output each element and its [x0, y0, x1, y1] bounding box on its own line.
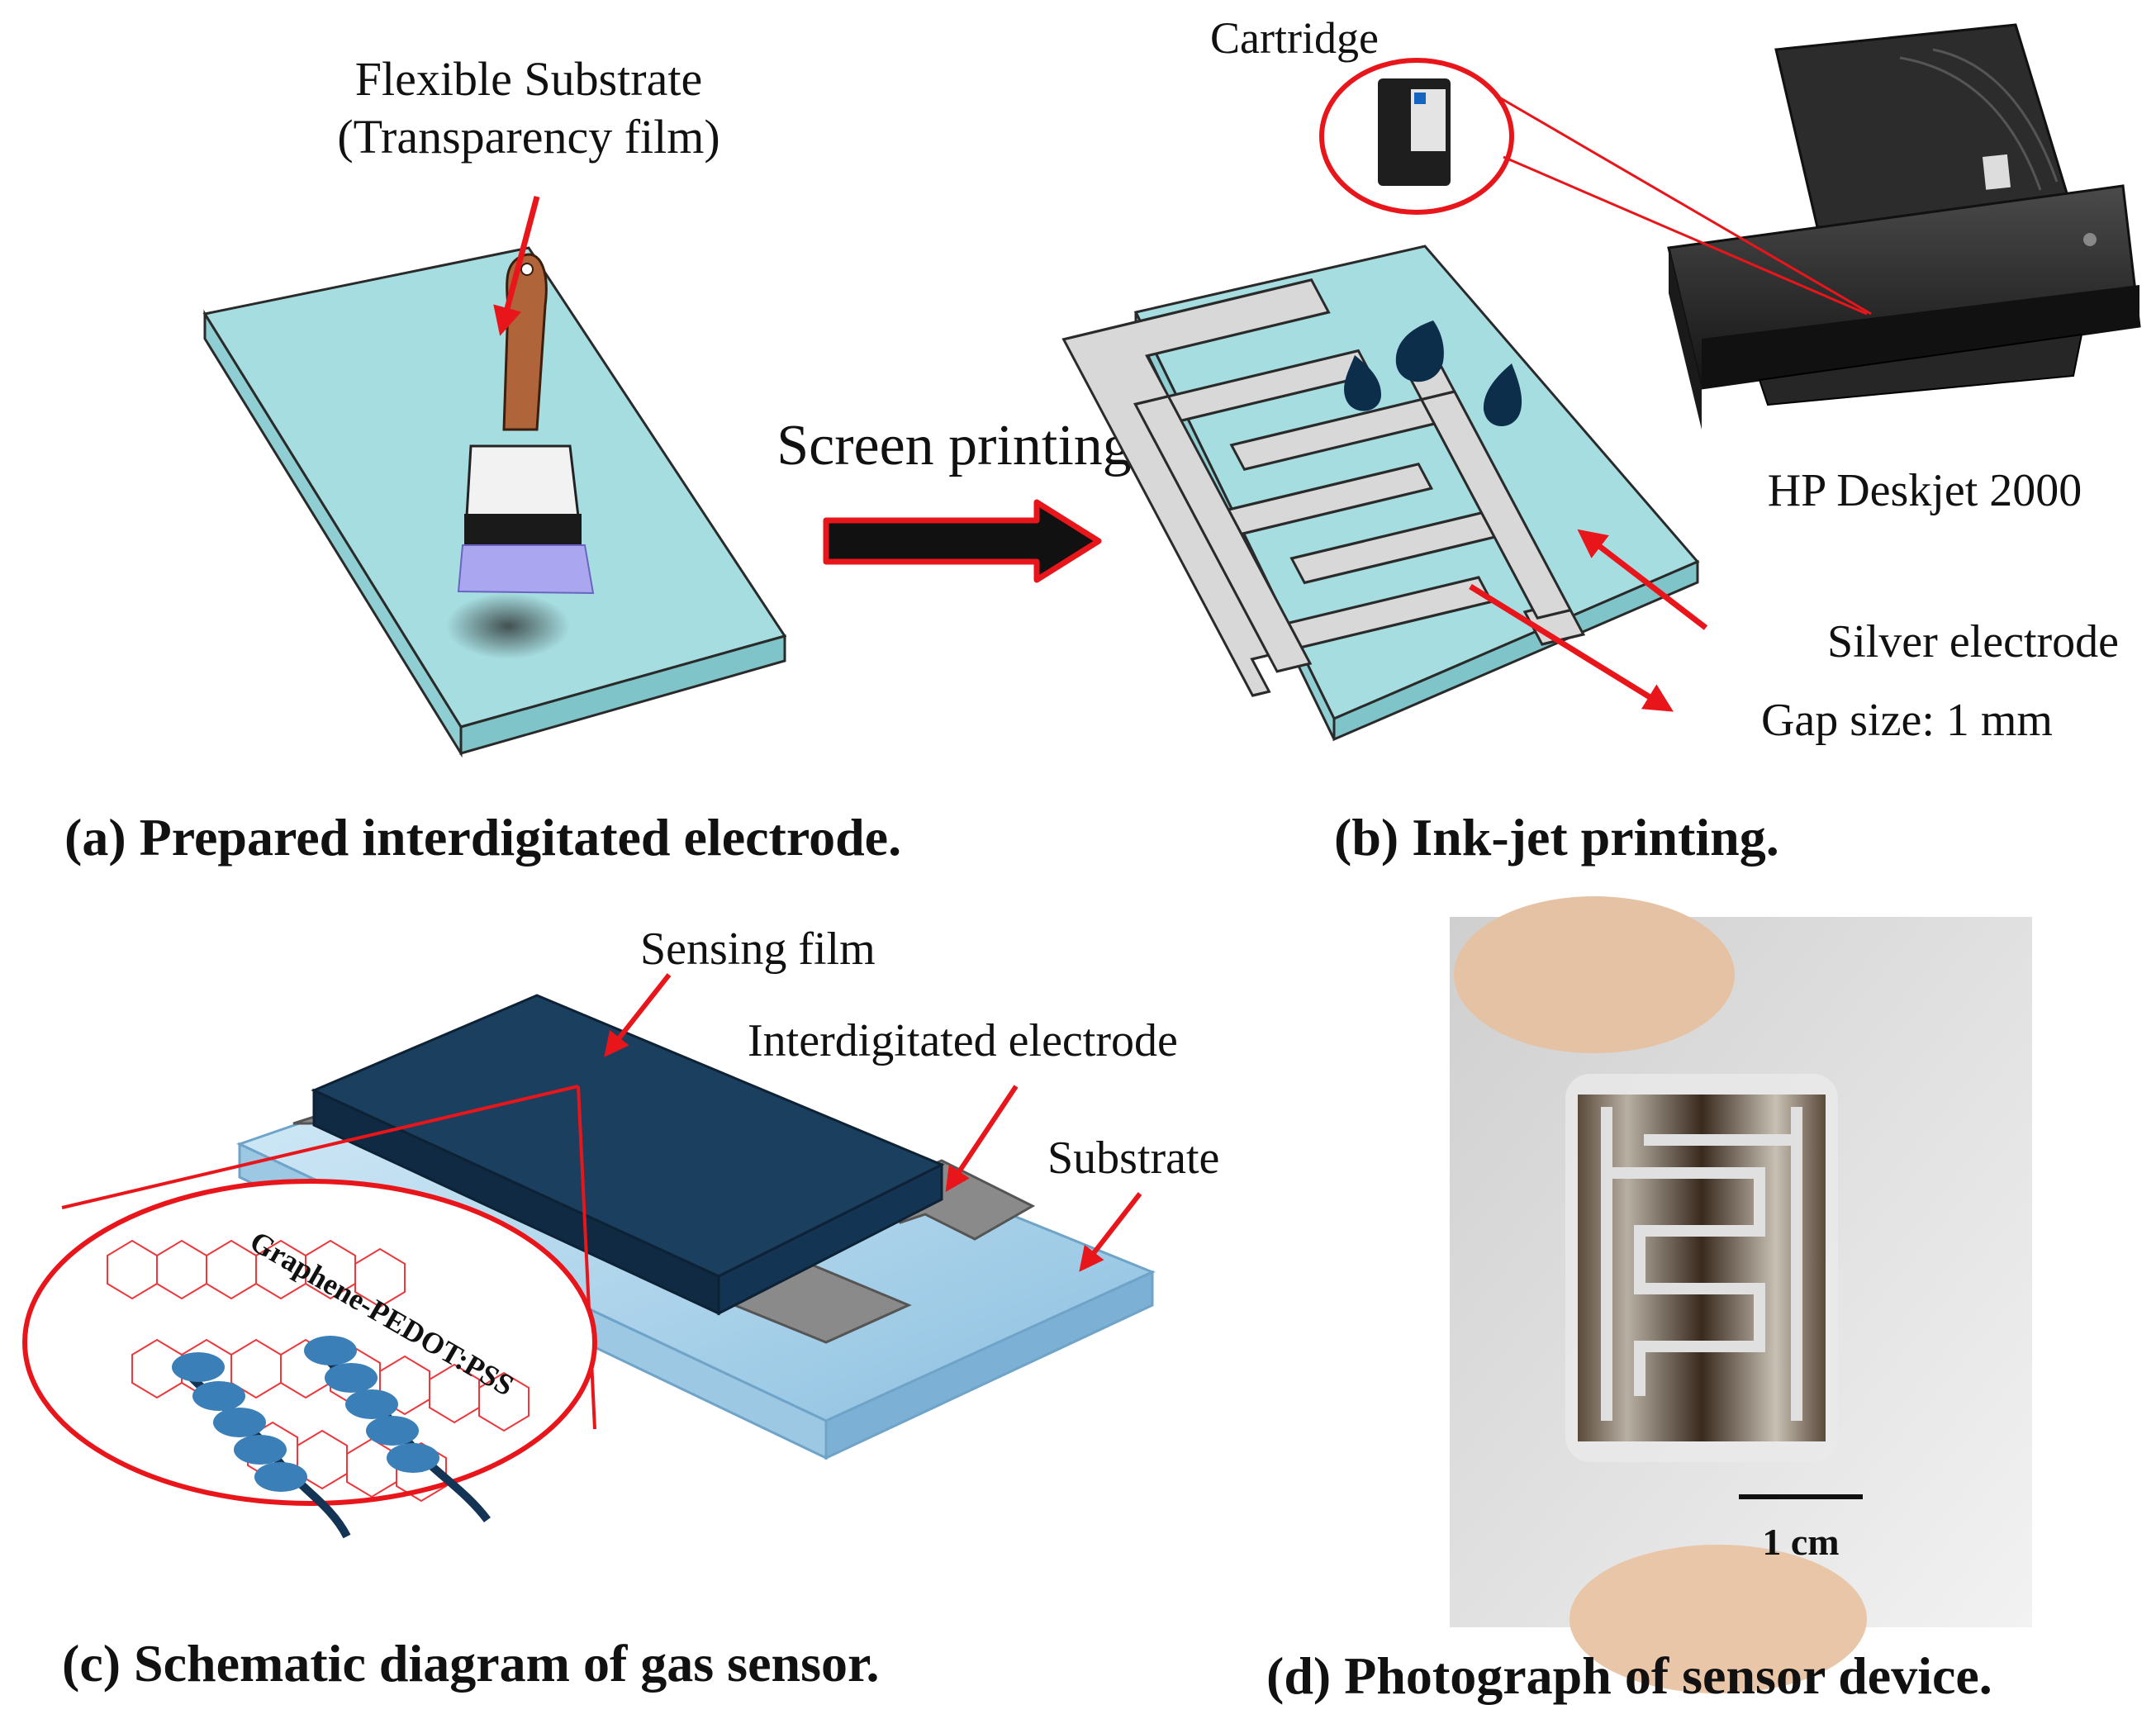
panel-c: Sensing film Interdigitated electrode Su…	[22, 924, 1219, 1693]
silver-electrode-pattern	[1061, 278, 1586, 697]
brush-shadow	[446, 593, 570, 659]
substrate-label: Substrate	[1047, 1133, 1219, 1184]
substrate-pointer-arrow	[493, 196, 540, 336]
ink-drop-1	[1395, 321, 1444, 382]
silver-pointer-arrow	[1577, 529, 1708, 630]
panel-d-caption: (d) Photograph of sensor device.	[1266, 1646, 1992, 1705]
panel-a-caption: (a) Prepared interdigitated electrode.	[64, 808, 901, 867]
gap-pointer-arrow	[1469, 584, 1674, 712]
screen-printing-label: Screen printing	[776, 414, 1132, 477]
pedot-pss-chains	[172, 1336, 491, 1539]
screen-printing-arrow	[823, 499, 1102, 583]
scale-bar-label: 1 cm	[1762, 1521, 1839, 1563]
substrate-label-line2: (Transparency film)	[337, 110, 719, 164]
ink-drop-2	[1344, 355, 1381, 411]
process-arrow-group: Screen printing	[776, 414, 1132, 583]
sensor-photograph: 1 cm	[1450, 896, 2032, 1693]
lower-finger	[1570, 1545, 1867, 1693]
sensing-pointer-arrow	[604, 973, 672, 1057]
substrate-pointer-arrow	[1079, 1192, 1142, 1272]
composite-zoom-inset: Graphene-PEDOT:PSS	[22, 1085, 597, 1539]
printer-model-label: HP Deskjet 2000	[1768, 465, 2082, 516]
ink-drop-3	[1483, 363, 1522, 427]
panel-b-caption: (b) Ink-jet printing.	[1334, 808, 1779, 867]
interdigitated-electrode-label: Interdigitated electrode	[748, 1015, 1178, 1066]
cartridge-label: Cartridge	[1210, 13, 1379, 63]
printer-icon	[1667, 23, 2141, 430]
ink-drops	[1344, 321, 1522, 427]
panel-d: 1 cm (d) Photograph of sensor device.	[1266, 896, 2032, 1705]
cartridge-inset	[1319, 58, 1872, 316]
substrate-label-line1: Flexible Substrate	[355, 52, 702, 106]
silver-electrode-label: Silver electrode	[1827, 616, 2119, 667]
gap-size-label: Gap size: 1 mm	[1761, 695, 2053, 746]
printed-electrode-pattern	[1601, 1107, 1802, 1421]
electrode-pointer-arrow	[945, 1085, 1019, 1192]
panel-b: Cartridge	[1061, 13, 2141, 867]
paint-brush-icon	[457, 253, 595, 595]
panel-c-caption: (c) Schematic diagram of gas sensor.	[62, 1634, 880, 1693]
sensing-film-label: Sensing film	[640, 924, 876, 975]
panel-a: Flexible Substrate (Transparency film) (…	[64, 52, 901, 867]
upper-finger	[1454, 896, 1735, 1053]
